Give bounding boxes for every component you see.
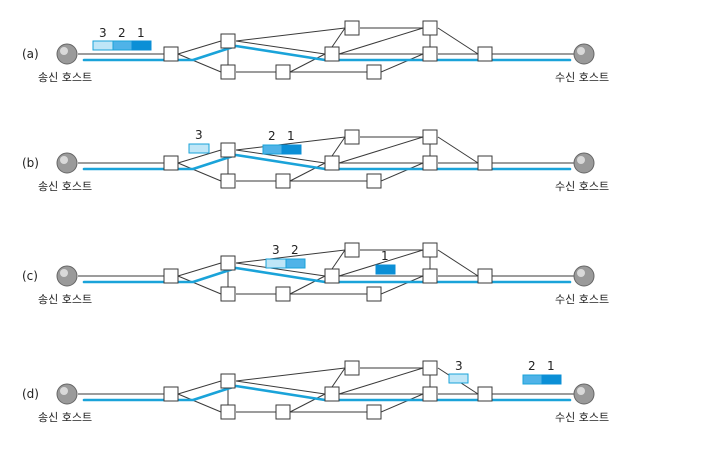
panel-label: (c) — [22, 269, 38, 283]
router — [477, 268, 493, 284]
panel-b: (b) 송신 — [22, 128, 609, 193]
router — [477, 155, 493, 171]
router — [422, 129, 438, 145]
packet-1-label: 1 — [137, 26, 145, 40]
panel-label: (a) — [22, 47, 39, 61]
receiver-host — [573, 383, 595, 405]
router — [366, 286, 382, 302]
router — [275, 404, 291, 420]
router — [275, 173, 291, 189]
router — [422, 46, 438, 62]
router — [163, 46, 179, 62]
receiver-host — [573, 43, 595, 65]
router — [422, 268, 438, 284]
receiver-host-label: 수신 호스트 — [555, 180, 609, 193]
router — [344, 242, 360, 258]
packet-2 — [285, 258, 306, 269]
network-links — [78, 27, 575, 73]
router — [275, 64, 291, 80]
packet-3 — [188, 143, 210, 154]
packet-3-label: 3 — [99, 26, 107, 40]
packet-2-label: 2 — [291, 243, 299, 257]
network-links — [78, 136, 575, 182]
packet-3 — [448, 373, 469, 384]
sender-host — [56, 265, 78, 287]
packet-3 — [92, 40, 114, 51]
router — [477, 386, 493, 402]
router — [366, 64, 382, 80]
router — [324, 46, 340, 62]
router — [220, 173, 236, 189]
routers — [163, 242, 493, 302]
router — [163, 155, 179, 171]
router — [422, 360, 438, 376]
receiver-host-label: 수신 호스트 — [555, 293, 609, 306]
sender-host — [56, 152, 78, 174]
sender-host-label: 송신 호스트 — [38, 71, 92, 84]
sender-host — [56, 383, 78, 405]
router — [220, 286, 236, 302]
packet-3-label: 3 — [272, 243, 280, 257]
router — [220, 142, 236, 158]
packet-1 — [281, 144, 302, 155]
router — [366, 404, 382, 420]
sender-host-label: 송신 호스트 — [38, 180, 92, 193]
packet-1-label: 1 — [381, 249, 389, 263]
receiver-host — [573, 152, 595, 174]
packet-1 — [375, 264, 396, 275]
routers — [163, 129, 493, 189]
router — [163, 386, 179, 402]
router — [220, 373, 236, 389]
packet-1-label: 1 — [547, 359, 555, 373]
sender-host-label: 송신 호스트 — [38, 293, 92, 306]
packet-3-label: 3 — [455, 359, 463, 373]
network-links — [78, 249, 575, 295]
router — [422, 20, 438, 36]
router — [324, 386, 340, 402]
router — [220, 33, 236, 49]
receiver-host-label: 수신 호스트 — [555, 71, 609, 84]
panel-a: (a) — [22, 20, 609, 84]
panel-label: (d) — [22, 387, 39, 401]
router — [422, 386, 438, 402]
panel-label: (b) — [22, 156, 39, 170]
packet-3-label: 3 — [195, 128, 203, 142]
router — [366, 173, 382, 189]
packet-2 — [112, 40, 133, 51]
router — [324, 268, 340, 284]
packet-2 — [522, 374, 543, 385]
router — [344, 129, 360, 145]
receiver-host-label: 수신 호스트 — [555, 411, 609, 424]
router — [324, 155, 340, 171]
router — [163, 268, 179, 284]
router — [220, 404, 236, 420]
router — [344, 20, 360, 36]
router — [220, 255, 236, 271]
router — [477, 46, 493, 62]
packet-2-label: 2 — [528, 359, 536, 373]
router — [422, 155, 438, 171]
packet-2 — [262, 144, 283, 155]
router — [275, 286, 291, 302]
panel-d: (d) 송신 — [22, 359, 609, 424]
receiver-host — [573, 265, 595, 287]
routers — [163, 360, 493, 420]
packet-1 — [131, 40, 152, 51]
packet-1-label: 1 — [287, 129, 295, 143]
packet-3 — [265, 258, 287, 269]
packet-1 — [541, 374, 562, 385]
panel-c: (c) 송신 — [22, 242, 609, 306]
sender-host — [56, 43, 78, 65]
sender-host-label: 송신 호스트 — [38, 411, 92, 424]
router — [344, 360, 360, 376]
router — [422, 242, 438, 258]
router — [220, 64, 236, 80]
packet-2-label: 2 — [268, 129, 276, 143]
network-links — [78, 367, 575, 413]
routers — [163, 20, 493, 80]
packet-2-label: 2 — [118, 26, 126, 40]
